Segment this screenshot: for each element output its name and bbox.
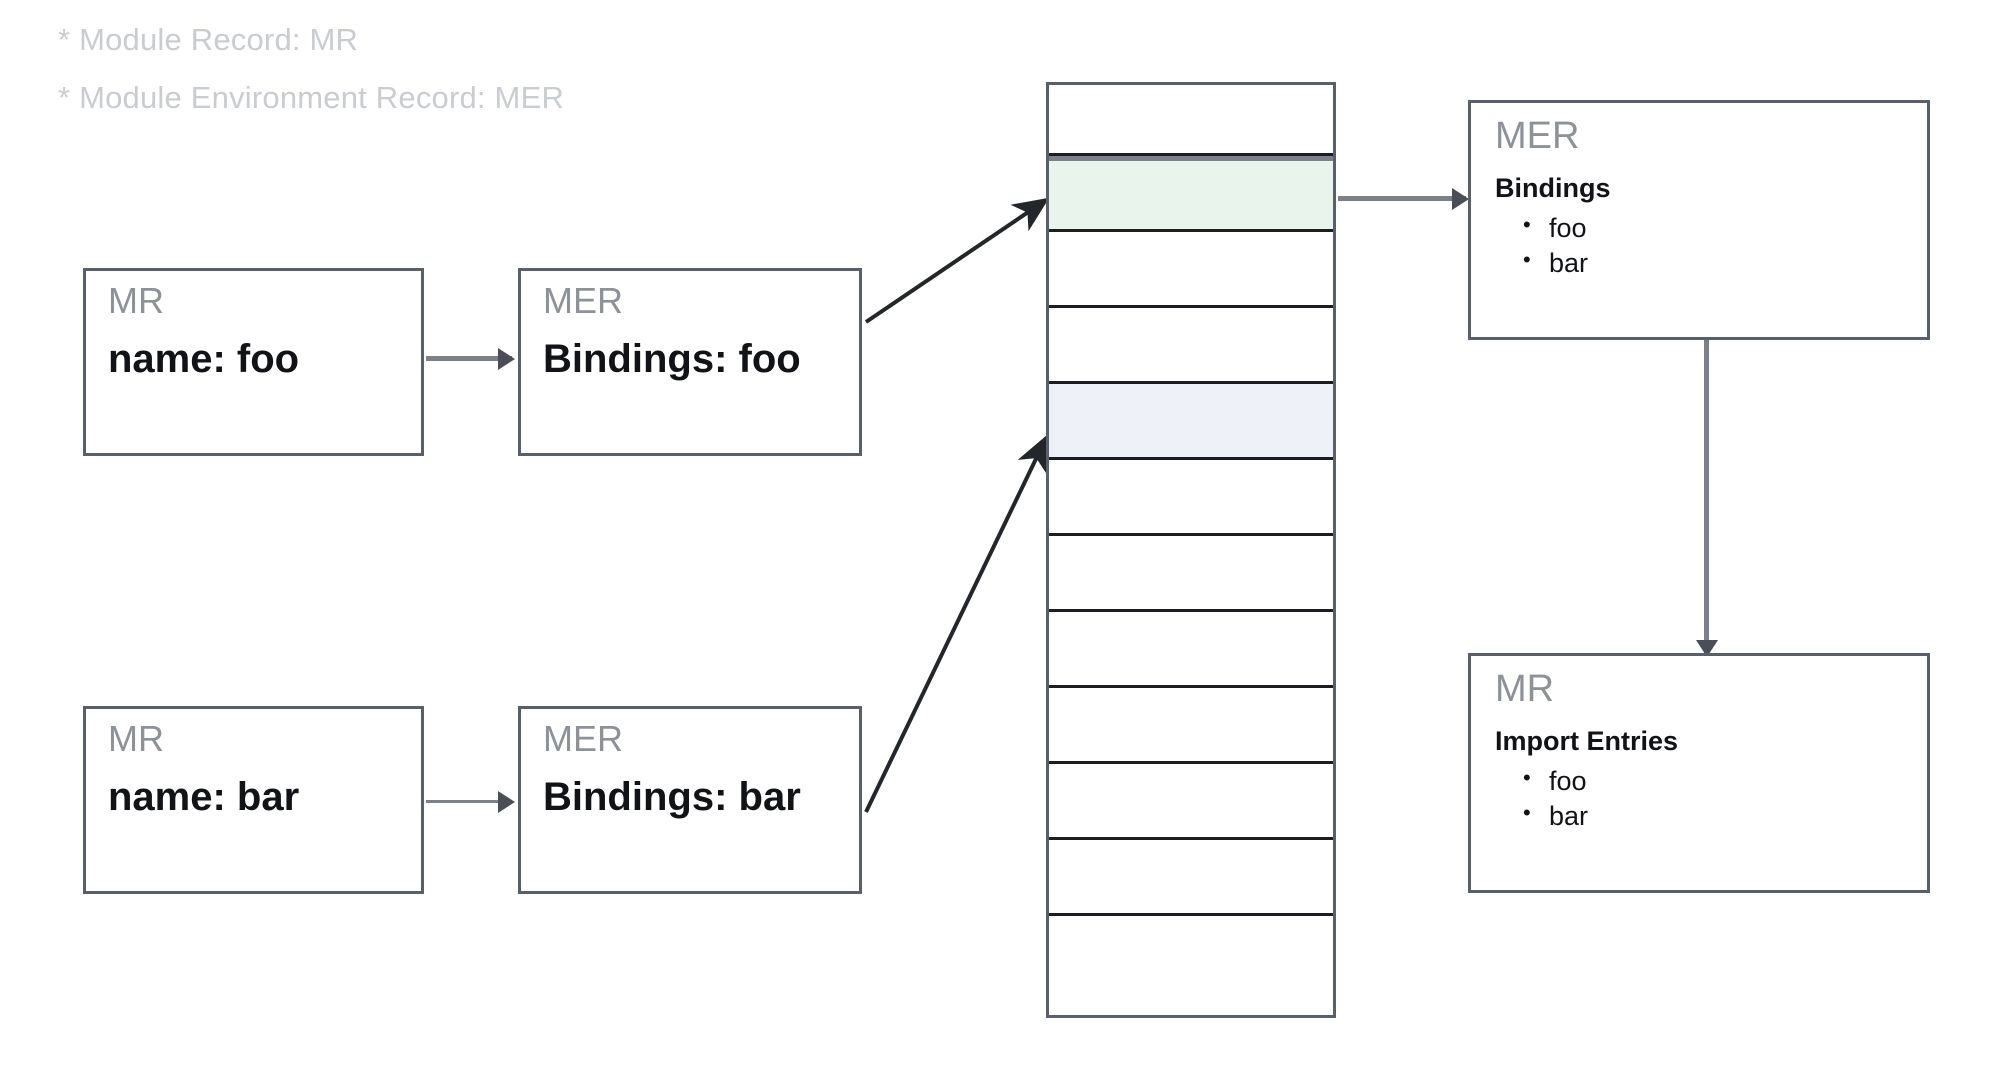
module-env-record-title-bar: MER (543, 718, 623, 759)
memory-cell-11[interactable] (1049, 916, 1333, 995)
arrow-mer-bar-to-memory-cell-4 (864, 434, 1048, 813)
mer-detail-title: MER (1495, 115, 1580, 157)
mr-detail-subtitle: Import Entries (1495, 726, 1679, 756)
module-env-record-title-foo: MER (543, 280, 623, 321)
arrow-mr-to-mer-foo (426, 356, 512, 361)
mr-detail-import-entries-list: foo bar (1519, 764, 1588, 833)
memory-stack[interactable] (1046, 82, 1336, 1018)
memory-cell-3[interactable] (1049, 308, 1333, 384)
module-env-record-value-foo: Bindings: foo (543, 337, 801, 381)
arrow-mer-foo-to-memory-cell-1 (864, 197, 1050, 324)
list-item: bar (1519, 799, 1588, 834)
memory-cell-0[interactable] (1049, 85, 1333, 156)
memory-cell-9[interactable] (1049, 764, 1333, 840)
arrow-mr-to-mer-bar (426, 800, 512, 803)
module-env-record-box-foo[interactable]: MER Bindings: foo (518, 268, 862, 456)
list-item: foo (1519, 211, 1588, 246)
mr-detail-title: MR (1495, 668, 1555, 710)
mr-detail-box[interactable]: MR Import Entries foo bar (1468, 653, 1930, 893)
mer-detail-bindings-list: foo bar (1519, 211, 1588, 280)
list-item: bar (1519, 246, 1588, 281)
module-record-box-foo[interactable]: MR name: foo (83, 268, 424, 456)
memory-cell-7[interactable] (1049, 612, 1333, 688)
arrow-mer-detail-to-mr-detail (1704, 340, 1709, 653)
module-record-title-bar: MR (108, 718, 164, 759)
module-record-value-foo: name: foo (108, 337, 300, 381)
legend-line-module-record: * Module Record: MR (58, 22, 359, 57)
legend-line-module-environment-record: * Module Environment Record: MER (58, 80, 565, 115)
memory-cell-4-highlighted-blue[interactable] (1049, 384, 1333, 460)
module-record-title-foo: MR (108, 280, 164, 321)
arrow-memory-cell-to-mer-detail (1338, 196, 1466, 201)
module-record-value-bar: name: bar (108, 775, 300, 819)
memory-cell-5[interactable] (1049, 460, 1333, 536)
memory-cell-6[interactable] (1049, 536, 1333, 612)
memory-cell-8[interactable] (1049, 688, 1333, 764)
module-env-record-value-bar: Bindings: bar (543, 775, 801, 819)
module-env-record-box-bar[interactable]: MER Bindings: bar (518, 706, 862, 894)
memory-cell-10[interactable] (1049, 840, 1333, 916)
memory-cell-2[interactable] (1049, 232, 1333, 308)
module-record-box-bar[interactable]: MR name: bar (83, 706, 424, 894)
memory-cell-1-highlighted-green[interactable] (1049, 156, 1333, 232)
list-item: foo (1519, 764, 1588, 799)
mer-detail-subtitle: Bindings (1495, 173, 1611, 203)
mer-detail-box[interactable]: MER Bindings foo bar (1468, 100, 1930, 340)
